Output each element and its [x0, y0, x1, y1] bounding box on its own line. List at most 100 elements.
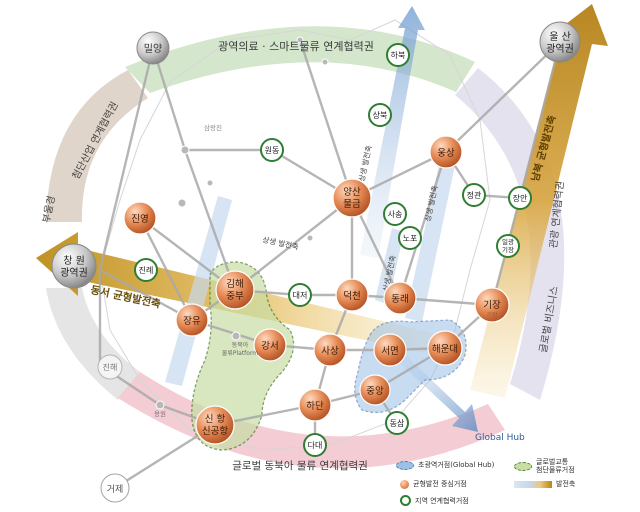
- legend-logistics-swatch: [514, 461, 532, 471]
- node-jinyeong-label: 진영: [131, 214, 148, 225]
- node-gimhae-label-2: 중부: [226, 291, 244, 302]
- node-ilgwang: 일광 기장: [496, 234, 520, 258]
- minor-platform-label-1: 동북아: [232, 341, 249, 349]
- node-sasong: 사송: [383, 202, 407, 226]
- node-dongsam: 동삼: [385, 411, 409, 435]
- legend-logistics-text: 글로벌교통 첨단물류거점: [536, 458, 575, 474]
- node-yangsan-label-2: 물금: [343, 199, 361, 210]
- axis-symbiosis-1: [360, 6, 425, 258]
- node-seomyeon-label: 서면: [381, 346, 398, 357]
- region-changwon-label-2: 광역권: [60, 267, 88, 279]
- node-daejeo-label: 대저: [293, 291, 308, 300]
- region-miryang-label: 밀양: [144, 43, 162, 55]
- node-dadae-label: 다대: [308, 441, 323, 450]
- node-jinyeong: 진영: [123, 201, 157, 235]
- node-yangsan: 양산 물금: [332, 178, 372, 218]
- node-gimhae-label-1: 김해: [226, 278, 243, 290]
- region-miryang: 밀양: [136, 31, 170, 65]
- node-sasang-label: 사상: [321, 346, 339, 357]
- node-gangseo-label: 강서: [261, 341, 278, 352]
- axis-symbiosis-label-1: 상생 발전축: [356, 144, 373, 182]
- node-jungang-label: 중앙: [366, 385, 384, 397]
- minor-platform-label-2: 물류Platform: [222, 350, 258, 357]
- node-haeundae-label: 해운대: [432, 343, 458, 355]
- growth-centers: 진영 김해 중부 장유 강서 신 항 신공항 양산 물금 웅상: [123, 135, 510, 445]
- region-jinhae: 진해: [97, 354, 123, 380]
- node-hadan: 하단: [298, 388, 332, 422]
- node-sasong-label: 사송: [388, 210, 403, 219]
- legend-local-center: 지역 연계협력거점: [400, 495, 469, 506]
- node-jinrye: 진례: [134, 258, 158, 282]
- node-jangan-label: 장안: [513, 193, 528, 203]
- node-habuk-label: 하북: [391, 50, 406, 60]
- legend-growth-center-swatch: [400, 479, 409, 489]
- legend-logistics-label-1: 글로벌교통: [536, 458, 569, 466]
- region-geoje-label: 거제: [107, 484, 124, 495]
- region-changwon: 창 원 광역권: [51, 243, 97, 289]
- legend-local-center-swatch: [400, 495, 411, 506]
- node-dongnae: 동래: [383, 281, 417, 315]
- arc-south-label: 글로벌 동북아 물류 연계협력권: [232, 459, 368, 472]
- legend-local-center-label: 지역 연계협력거점: [415, 496, 469, 505]
- node-wondong: 원동: [260, 138, 284, 162]
- arc-north: [125, 26, 475, 93]
- legend-global-hub-swatch: [396, 460, 414, 470]
- axis-symbiosis-2: [405, 160, 455, 322]
- node-dongnae-label: 동래: [391, 294, 408, 305]
- node-gangseo: 강서: [253, 328, 287, 362]
- node-hadan-label: 하단: [306, 400, 324, 412]
- node-ungsang-label: 웅상: [437, 148, 455, 159]
- node-nopo: 노포: [398, 226, 422, 250]
- region-changwon-label-1: 창 원: [63, 255, 85, 267]
- node-haeundae: 해운대: [427, 330, 463, 366]
- minor-yongwon-label: 용원: [154, 409, 166, 418]
- axis-symbiosis-left: [165, 196, 232, 386]
- region-geoje: 거제: [100, 473, 130, 503]
- axis-symbiosis-3: [375, 228, 404, 304]
- legend: 초광역거점(Global Hub) 글로벌교통 첨단물류거점 균형발전 중심거점…: [396, 458, 636, 508]
- global-hub-label: Global Hub: [475, 433, 525, 443]
- node-deokcheon: 덕천: [335, 278, 369, 312]
- node-dadae: 다대: [303, 433, 327, 457]
- region-ulsan-label-1: 울 산: [549, 31, 571, 43]
- node-jinrye-label: 진례: [139, 265, 154, 275]
- minor-samnangjin-label: 삼랑진: [204, 123, 222, 132]
- node-gimhae: 김해 중부: [215, 270, 255, 310]
- node-wondong-label: 원동: [265, 146, 280, 155]
- node-habuk: 하북: [386, 43, 410, 67]
- region-ulsan: 울 산 광역권: [539, 21, 581, 63]
- node-gijang: 기장 기장: [474, 287, 510, 323]
- legend-axis-label: 발전축: [556, 480, 576, 488]
- node-gijang-label: 기장: [483, 300, 501, 311]
- legend-global-hub: 초광역거점(Global Hub): [396, 460, 494, 470]
- node-ilgwang-label-2: 기장: [502, 245, 514, 254]
- local-centers: 하북 상북 원동 정관 장안 사송 노포 일광 기장: [134, 43, 532, 457]
- node-daejeo: 대저: [288, 283, 312, 307]
- node-nopo-label: 노포: [403, 234, 418, 243]
- legend-axis: 발전축: [514, 479, 575, 489]
- node-jeonggwan-label: 정관: [467, 190, 482, 200]
- node-sangbuk-label: 상북: [373, 110, 388, 120]
- region-ulsan-label-2: 광역권: [546, 43, 574, 55]
- node-sinhang-label-1: 신 항: [205, 414, 226, 425]
- legend-growth-center: 균형발전 중심거점: [400, 479, 467, 489]
- legend-axis-swatch: [514, 480, 552, 488]
- node-yangsan-label-1: 양산: [343, 187, 361, 198]
- node-sasang: 사상: [313, 333, 347, 367]
- node-sinhang: 신 항 신공항: [195, 405, 235, 445]
- region-jinhae-label: 진해: [103, 362, 118, 372]
- minor-junctions: [155, 36, 329, 410]
- node-jeonggwan: 정관: [462, 183, 486, 207]
- node-jungang: 중앙: [359, 374, 391, 406]
- node-ilgwang-label-1: 일광: [502, 237, 514, 246]
- legend-logistics: 글로벌교통 첨단물류거점: [514, 458, 575, 474]
- node-jangyu-label: 장유: [183, 316, 201, 327]
- arc-west: [46, 70, 148, 222]
- node-sangbuk: 상북: [368, 103, 392, 127]
- logistics-zone: [191, 261, 295, 451]
- node-jangan: 장안: [508, 186, 532, 210]
- node-sinhang-label-2: 신공항: [202, 426, 228, 437]
- legend-global-hub-label: 초광역거점(Global Hub): [418, 461, 495, 469]
